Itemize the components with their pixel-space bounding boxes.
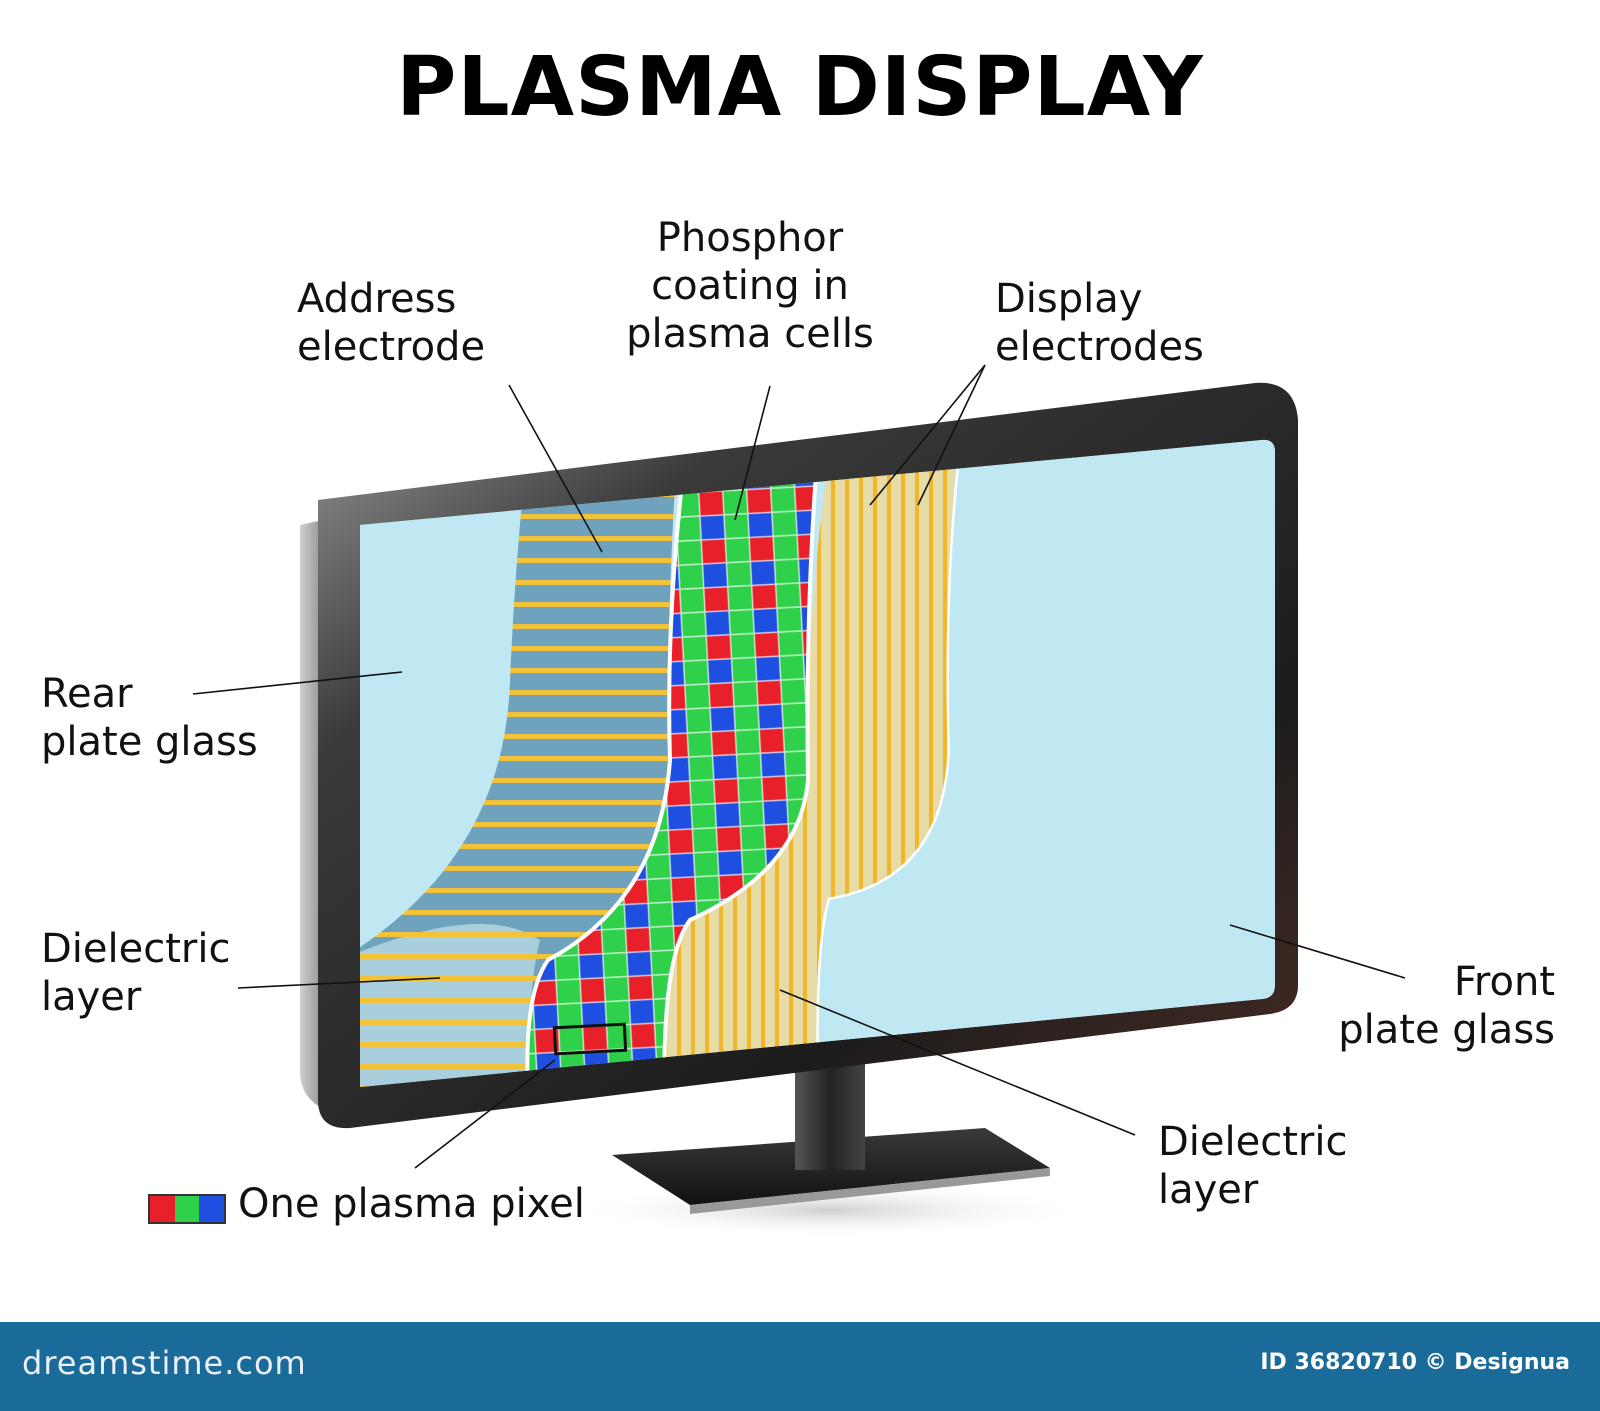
label-address-electrode: Address electrode [297,275,485,371]
label-line: plate glass [41,719,258,765]
label-display-electrodes: Display electrodes [995,275,1204,371]
label-line: layer [1158,1167,1259,1213]
label-line: electrodes [995,324,1204,370]
footer-bar: dreamstime.com ID 36820710 © Designua [0,1322,1600,1411]
footer-site[interactable]: dreamstime.com [22,1344,307,1382]
plasma-display-diagram [192,364,1406,1238]
red-subpixel-swatch [150,1196,175,1222]
label-line: Display [995,276,1143,322]
address-electrode-layer [360,439,530,960]
screen-layers [360,439,1275,1087]
page-title: PLASMA DISPLAY [396,40,1204,135]
display-electrodes-layer [664,439,960,1087]
label-line: Rear [41,671,133,717]
label-line: Dielectric [41,926,231,972]
front-glass-layer [818,439,1275,1087]
label-dielectric-layer-left: Dielectric layer [41,925,230,1021]
label-phosphor-coating: Phosphor coating in plasma cells [615,214,885,358]
label-line: Front [1453,959,1555,1005]
label-line: Dielectric [1158,1119,1348,1165]
legend-label: One plasma pixel [238,1181,585,1227]
label-line: plasma cells [626,311,874,357]
label-line: plate glass [1338,1007,1555,1053]
label-line: Phosphor [656,215,844,261]
label-line: electrode [297,324,486,370]
green-subpixel-swatch [174,1196,200,1222]
label-line: layer [41,974,142,1020]
label-dielectric-layer-right: Dielectric layer [1158,1118,1347,1214]
footer-credit: ID 36820710 © Designua [1260,1350,1570,1375]
pixel-swatches [148,1194,226,1224]
label-line: Address [297,276,457,322]
label-rear-plate-glass: Rear plate glass [41,670,258,766]
label-front-plate-glass: Front plate glass [1290,958,1555,1054]
highlighted-pixel [552,1022,628,1056]
label-line: coating in [651,263,849,309]
phosphor-layer [527,439,820,1087]
leader-lines [192,364,1406,1169]
blue-subpixel-swatch [199,1196,225,1222]
